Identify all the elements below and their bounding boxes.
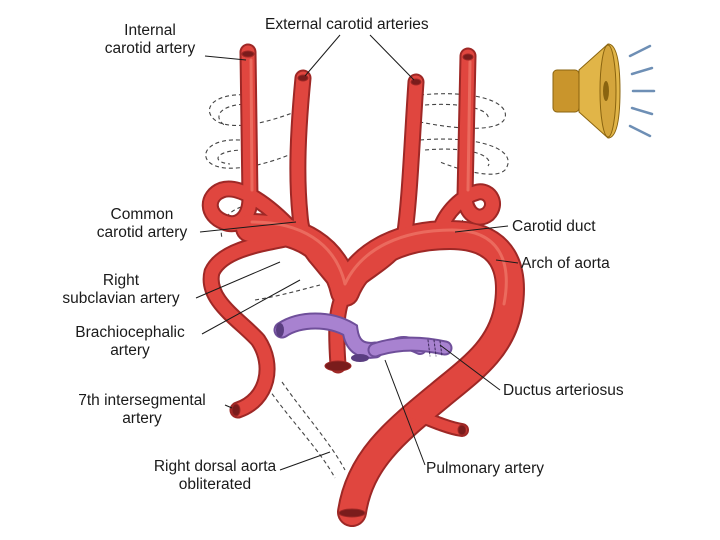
label-line: subclavian artery xyxy=(62,290,180,307)
label-internal-carotid: Internal carotid artery xyxy=(90,22,210,58)
label-carotid-duct: Carotid duct xyxy=(512,218,596,235)
label-7th-intersegmental: 7th intersegmental artery xyxy=(60,392,224,428)
label-common-carotid: Common carotid artery xyxy=(82,206,202,242)
label-right-dorsal-aorta: Right dorsal aorta obliterated xyxy=(150,458,280,494)
label-line: Right dorsal aorta xyxy=(153,458,277,475)
label-line: carotid artery xyxy=(96,224,188,241)
label-line: Internal xyxy=(124,22,176,39)
leader-lines xyxy=(195,34,519,471)
label-line: carotid artery xyxy=(104,40,196,57)
label-arch-of-aorta: Arch of aorta xyxy=(521,255,610,272)
label-line: Brachiocephalic xyxy=(75,324,185,341)
speaker-icon[interactable] xyxy=(552,43,656,139)
label-line: Common xyxy=(110,206,174,223)
label-line: obliterated xyxy=(178,476,252,493)
label-ductus-arteriosus: Ductus arteriosus xyxy=(503,382,624,399)
label-pulmonary-artery: Pulmonary artery xyxy=(426,460,545,477)
label-right-subclavian: Right subclavian artery xyxy=(46,272,196,308)
label-brachiocephalic: Brachiocephalic artery xyxy=(62,324,198,360)
label-line: artery xyxy=(110,342,150,359)
label-line: artery xyxy=(122,410,162,427)
label-line: 7th intersegmental xyxy=(78,392,206,409)
arterial-tree xyxy=(201,43,525,527)
label-external-carotid: External carotid arteries xyxy=(265,16,429,33)
pulmonary-vessels xyxy=(273,312,453,362)
label-line: Right xyxy=(102,272,140,289)
